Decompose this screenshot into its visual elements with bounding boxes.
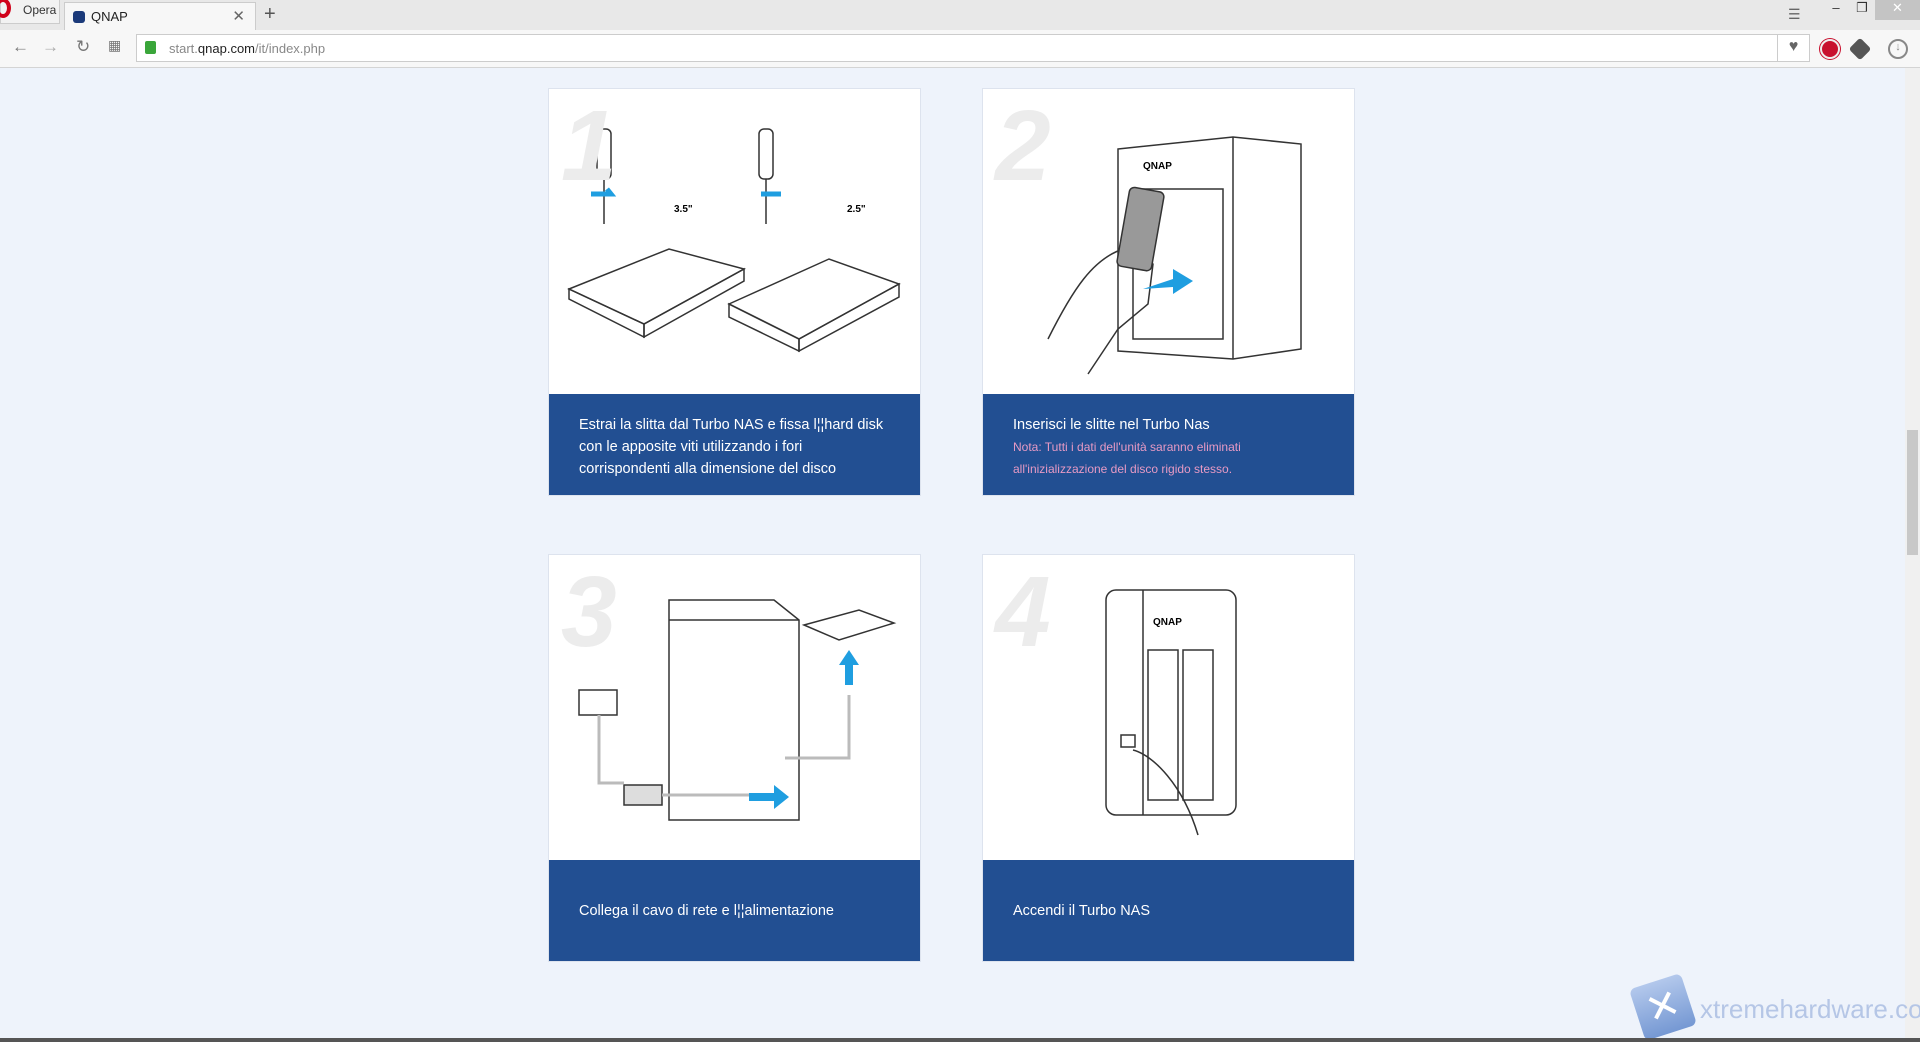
bookmark-heart-icon[interactable]: ♥ — [1777, 34, 1810, 62]
scrollbar-thumb[interactable] — [1907, 430, 1918, 555]
url-text: start.qnap.com/it/index.php — [169, 41, 326, 56]
opera-label: Opera — [23, 3, 57, 17]
address-bar[interactable]: start.qnap.com/it/index.php — [136, 34, 1778, 62]
step-number: 2 — [995, 90, 1051, 202]
restore-button[interactable]: ❐ — [1856, 0, 1868, 15]
step-card-2: 2 QNAP Inserisci le slitte nel Turbo Nas… — [982, 88, 1355, 496]
forward-button[interactable]: → — [42, 37, 59, 56]
size-label-2-5: 2.5" — [847, 204, 866, 215]
step-3-caption: Collega il cavo di rete e l¦¦alimentazio… — [549, 860, 920, 961]
nas-power-button-icon: QNAP — [1105, 589, 1237, 836]
step-1-caption: Estrai la slitta dal Turbo NAS e fissa l… — [549, 394, 920, 495]
tab-bar: Opera QNAP ✕ + ☰ – ❐ ✕ — [0, 0, 1920, 30]
speed-dial-icon[interactable]: ▦ — [108, 37, 122, 53]
step-2-illustration: 2 QNAP — [983, 89, 1354, 394]
step-number: 3 — [561, 556, 617, 668]
tab-title: QNAP — [91, 9, 128, 24]
arrow-icon — [1143, 269, 1193, 294]
step-1-illustration: 1 3.5" 2.5" — [549, 89, 920, 394]
step-4-illustration: 4 QNAP — [983, 555, 1354, 860]
step-2-caption: Inserisci le slitte nel Turbo Nas Nota: … — [983, 394, 1354, 495]
close-tab-icon[interactable]: ✕ — [232, 8, 245, 25]
taskbar-edge — [0, 1038, 1920, 1042]
new-tab-button[interactable]: + — [264, 3, 276, 25]
step-number: 1 — [561, 90, 617, 202]
download-icon[interactable]: ↓ — [1888, 39, 1908, 59]
reload-button[interactable]: ↻ — [76, 37, 91, 56]
tab-menu-icon[interactable]: ☰ — [1788, 6, 1801, 22]
qnap-brand-label: QNAP — [1153, 617, 1182, 628]
step-card-4: 4 QNAP Accendi il Turbo NAS — [982, 554, 1355, 962]
nas-cable-connection-icon — [578, 599, 897, 821]
step-2-note: Nota: Tutti i dati dell'unità saranno el… — [1013, 440, 1241, 476]
step-3-illustration: 3 — [549, 555, 920, 860]
lock-icon — [145, 41, 156, 54]
step-card-3: 3 Collega il cavo di rete e l¦¦alimentaz… — [548, 554, 921, 962]
feed-extension-icon[interactable] — [1848, 37, 1872, 61]
arrow-icon — [839, 650, 859, 685]
nas-insert-tray-icon: QNAP — [1047, 136, 1302, 375]
opera-menu-button[interactable]: Opera — [0, 0, 60, 24]
watermark-text: xtremehardware.com — [1700, 994, 1920, 1024]
hard-disk-screw-icon: 3.5" 2.5" — [567, 128, 901, 353]
size-label-3-5: 3.5" — [674, 204, 693, 215]
minimize-button[interactable]: – — [1832, 0, 1840, 15]
adblock-icon[interactable] — [1820, 39, 1840, 59]
qnap-brand-label: QNAP — [1143, 161, 1172, 172]
navigation-bar: ← → ↻ ▦ start.qnap.com/it/index.php ♥ ↓ — [0, 30, 1920, 68]
watermark-logo-icon: ✕ — [1628, 972, 1698, 1042]
vertical-scrollbar[interactable] — [1905, 68, 1920, 1038]
opera-logo-icon — [0, 0, 11, 18]
step-4-caption: Accendi il Turbo NAS — [983, 860, 1354, 961]
step-2-title: Inserisci le slitte nel Turbo Nas — [1013, 417, 1210, 433]
back-button[interactable]: ← — [12, 37, 29, 56]
step-card-1: 1 3.5" 2.5" Estrai la slitta dal Turbo N… — [548, 88, 921, 496]
arrow-icon — [749, 785, 789, 809]
close-window-button[interactable]: ✕ — [1875, 0, 1920, 20]
tab-qnap[interactable]: QNAP ✕ — [64, 2, 256, 30]
qnap-favicon-icon — [73, 11, 85, 23]
step-number: 4 — [995, 556, 1051, 668]
